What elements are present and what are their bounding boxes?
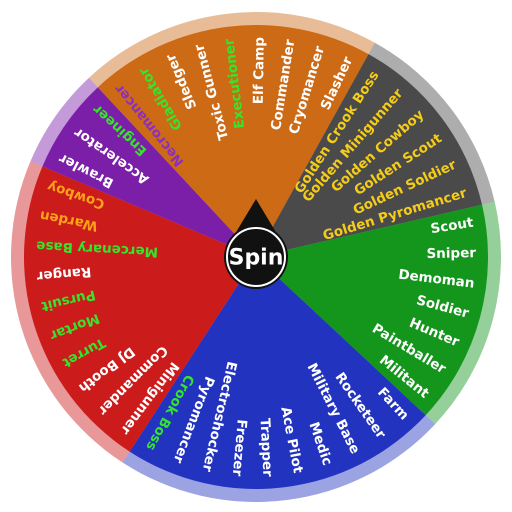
wheel-entry-label: Trapper <box>256 418 275 478</box>
spin-button-label[interactable]: Spin <box>229 246 284 271</box>
spin-button[interactable]: Spin <box>223 199 288 289</box>
wheel-segment-purple[interactable] <box>42 87 257 257</box>
wheel-entry-label: Mercenary Base <box>36 237 159 259</box>
wheel-segment-darkgray[interactable] <box>256 54 483 257</box>
wheel-segment-orange[interactable] <box>97 25 369 258</box>
spin-pointer-icon[interactable] <box>223 199 288 289</box>
wheel-entry-label: Freezer <box>229 419 250 478</box>
spin-button-ring[interactable] <box>226 227 286 287</box>
wheel-entry-label: Elf Camp <box>251 37 268 105</box>
wheel-segment-green[interactable] <box>256 204 489 416</box>
wheel-entry-label: Sniper <box>426 245 476 262</box>
wheel-segment-blue[interactable] <box>129 257 426 490</box>
wheel-entry-label: Scout <box>429 215 475 238</box>
wheel-wedges[interactable] <box>23 25 489 490</box>
wheel-segment-red[interactable] <box>23 166 257 452</box>
wheel-entry-label: Ranger <box>36 263 92 284</box>
